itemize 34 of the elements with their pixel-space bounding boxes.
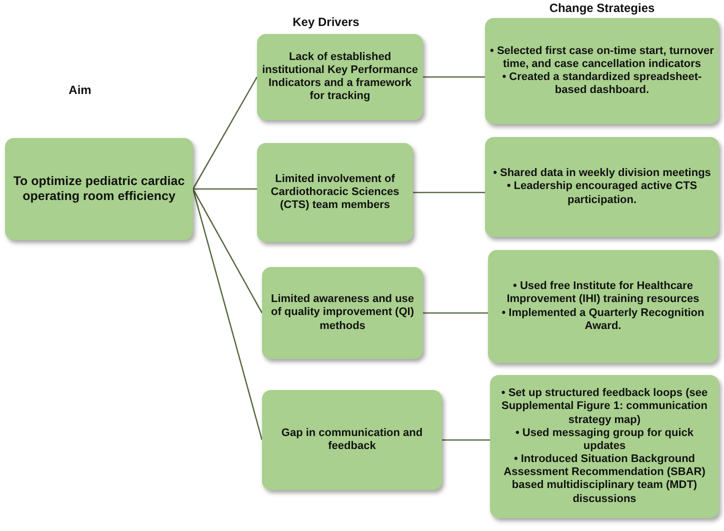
strategy-box <box>485 137 719 237</box>
aim-box <box>5 138 193 240</box>
strategy-box <box>488 250 718 363</box>
driver-box <box>257 34 423 120</box>
connector-line <box>192 188 263 440</box>
strategy-box <box>490 375 719 518</box>
bullet-text: • Introduced Situation Background Assessment Recommendation (SBAR) based multidisciplinary team (MDT) discussions <box>502 453 706 506</box>
connector-line <box>193 188 257 190</box>
box-text: Gap in communication and feedback <box>280 426 424 454</box>
connector-line <box>442 439 490 441</box>
driver-box <box>262 390 442 490</box>
column-heading: Key Drivers <box>292 15 360 29</box>
connector-line <box>423 76 485 78</box>
bullet-text: • Used free Institute for Healthcare Improvement (IHI) training resources <box>506 280 700 306</box>
box-text: Limited involvement of Cardiothoracic Sciences (CTS) team members <box>270 172 400 212</box>
strategy-box <box>485 18 719 124</box>
bullet-text: • Created a standardized spreadsheet-based dashboard. <box>501 71 703 98</box>
connector-line <box>423 312 488 314</box>
connector-line <box>413 192 485 194</box>
bullet-text: • Shared data in weekly division meetings <box>493 167 711 180</box>
box-text: Lack of established institutional Key Performance Indicators and a framework for tracking <box>262 50 418 104</box>
column-heading: Aim <box>68 83 92 97</box>
connector-line <box>192 188 263 314</box>
column-heading: Change Strategies <box>549 1 655 15</box>
box-text: To optimize pediatric cardiac operating room efficiency <box>12 174 186 204</box>
driver-box <box>257 143 413 242</box>
bullet-text: • Implemented a Quarterly Recognition Award. <box>500 306 706 333</box>
driver-box <box>262 267 423 359</box>
box-text: Limited awareness and use of quality improvement (QI) methods <box>270 293 416 333</box>
bullet-text: • Leadership encouraged active CTS participation. <box>506 180 698 207</box>
bullet-text: • Used messaging group for quick updates <box>514 426 695 454</box>
bullet-text: • Selected first case on-time start, turnover time, and case cancellation indicators <box>490 44 714 71</box>
bullet-text: • Set up structured feedback loops (see Supplemental Figure 1: communication strategy map) <box>500 387 709 427</box>
connector-line <box>192 76 258 190</box>
